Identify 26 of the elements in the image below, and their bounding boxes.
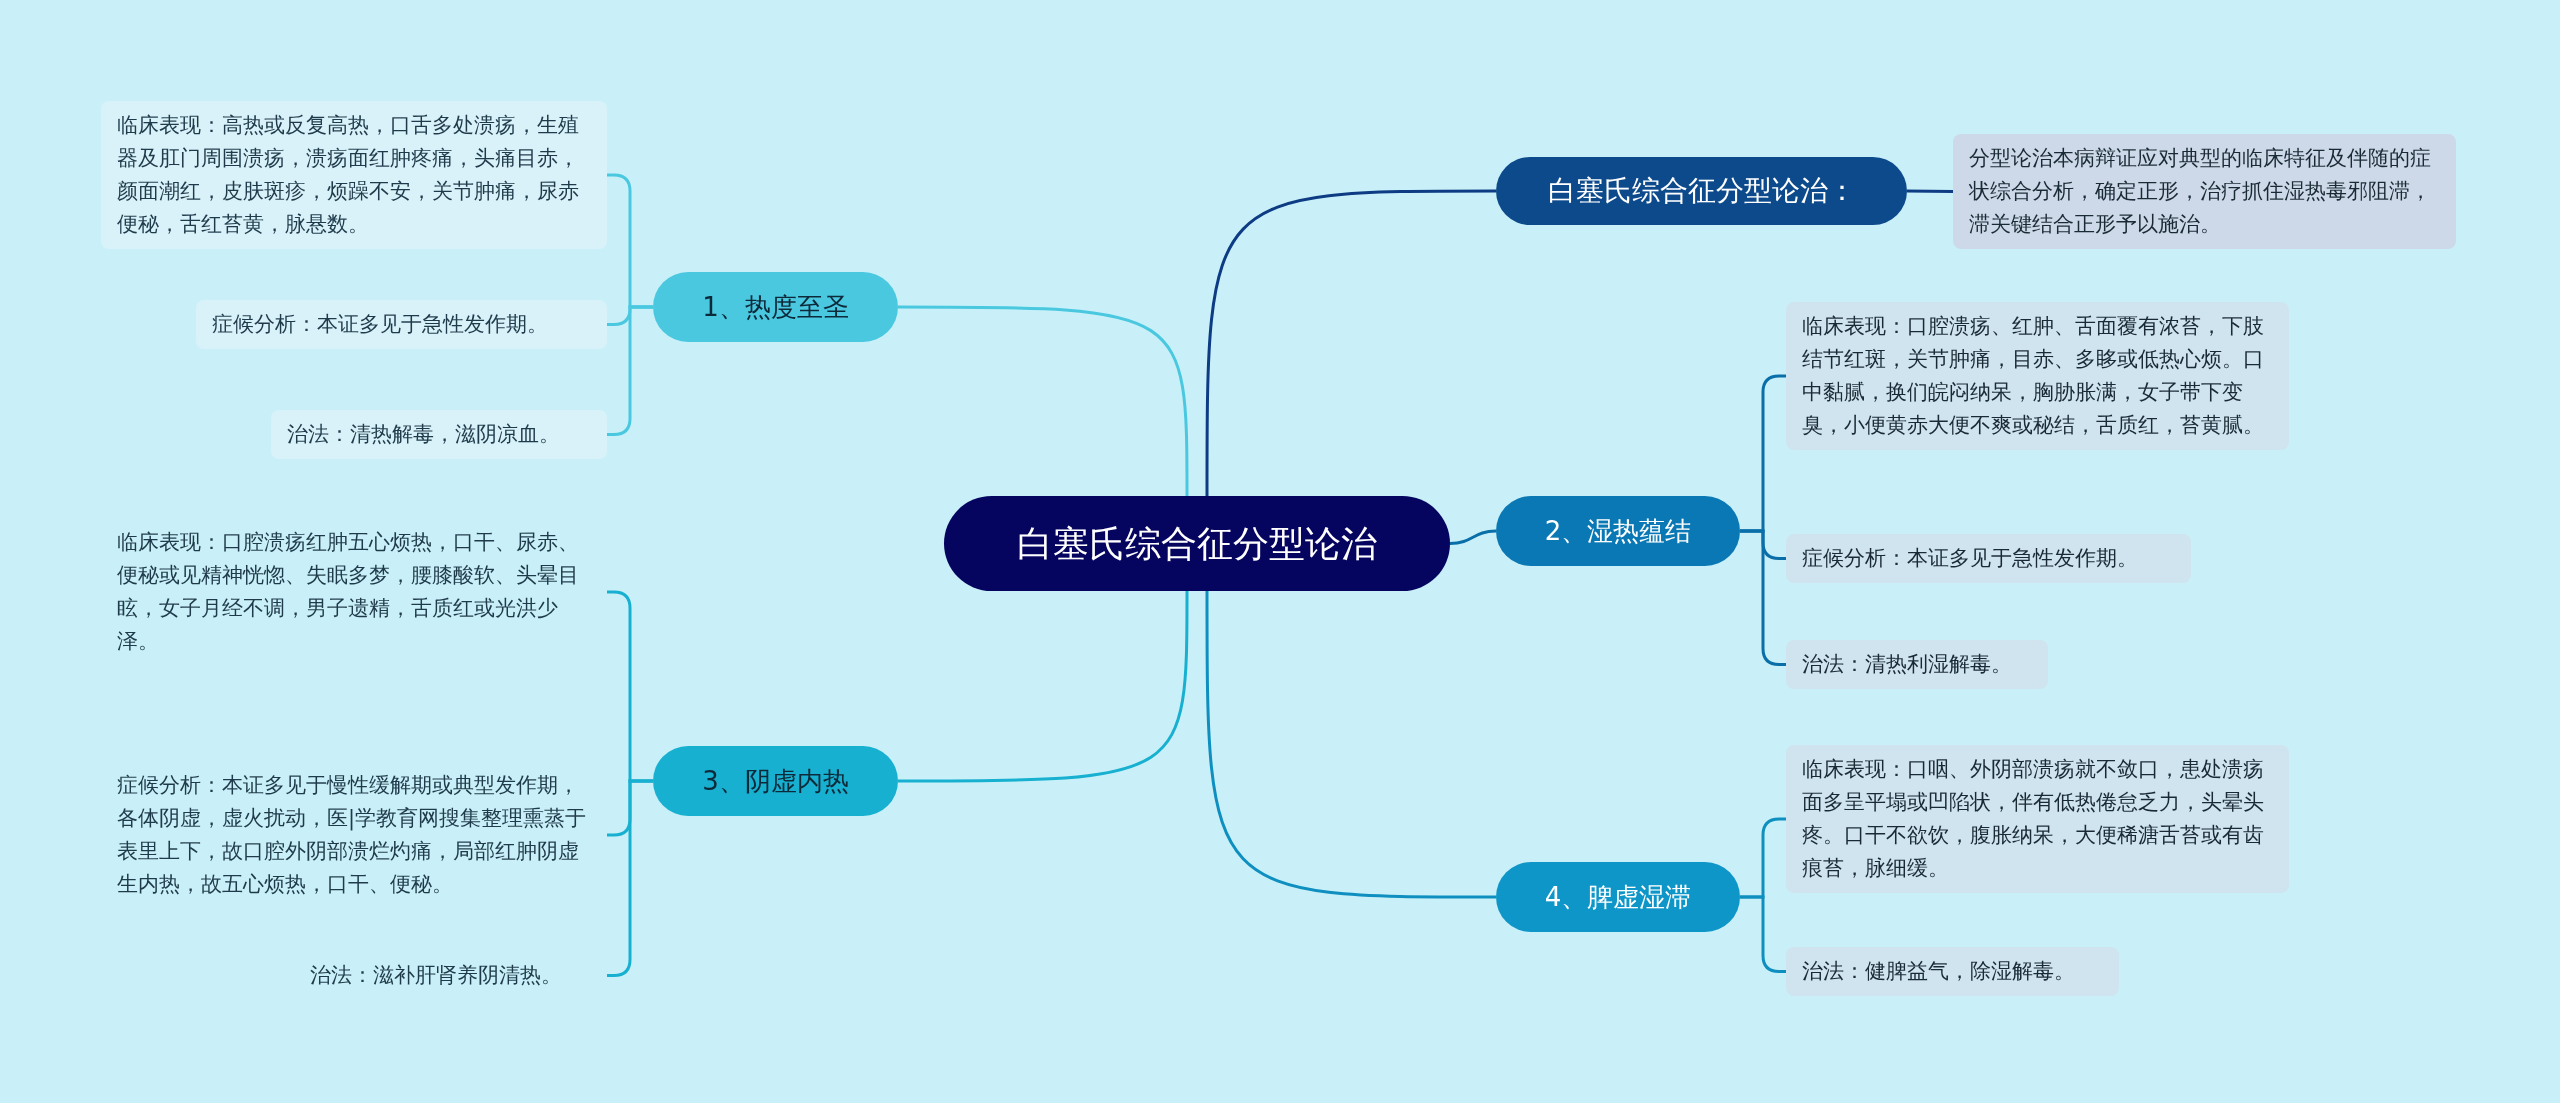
note-text: 症候分析：本证多见于慢性缓解期或典型发作期，各体阴虚，虚火扰动，医|学教育网搜集整理熏蒸于表里上下，故口腔外阴部溃烂灼痛，局部红肿阴虚生内热，故五心烦热，口干、便秘。 (101, 765, 607, 905)
connector-line (1205, 189, 1496, 496)
note-text: 治法：滋补肝肾养阴清热。 (294, 955, 607, 996)
topic-box: 3、阴虚内热 (653, 746, 898, 816)
note-text: 临床表现：口腔溃疡红肿五心烦热，口干、尿赤、便秘或见精神恍惚、失眠多梦，腰膝酸软、头晕目眩，女子月经不调，男子遗精，舌质红或光洪少泽。 (101, 522, 607, 662)
connector-line (1205, 591, 1496, 899)
topic-box: 1、热度至圣 (653, 272, 898, 342)
central-topic: 白塞氏综合征分型论治 (944, 496, 1450, 591)
connector-line (898, 305, 1189, 496)
connector-line (1907, 189, 1953, 193)
topic-box: 4、脾虚湿滞 (1496, 862, 1740, 932)
note-box: 临床表现：口腔溃疡、红肿、舌面覆有浓苔，下肢结节红斑，关节肿痛，目赤、多眵或低热心烦。口中黏腻，换们皖闷纳呆，胸胁胀满，女子带下变臭，小便黄赤大便不爽或秘结，舌质红，苔黄腻。 (1786, 302, 2289, 450)
note-box: 症候分析：本证多见于急性发作期。 (1786, 534, 2191, 583)
topic-box: 2、湿热蕴结 (1496, 496, 1740, 566)
note-box: 临床表现：口咽、外阴部溃疡就不敛口，患处溃疡面多呈平塌或凹陷状，伴有低热倦怠乏力，头晕头疼。口干不欲饮，腹胀纳呆，大便稀溏舌苔或有齿痕苔，脉细缓。 (1786, 745, 2289, 893)
topic-box: 白塞氏综合征分型论治： (1496, 157, 1907, 225)
note-box: 治法：清热解毒，滋阴凉血。 (271, 410, 607, 459)
note-box: 治法：清热利湿解毒。 (1786, 640, 2048, 689)
connector-line (1740, 529, 1786, 666)
note-box: 分型论治本病辩证应对典型的临床特征及伴随的症状综合分析，确定正形，治疗抓住湿热毒邪阻滞，滞关键结合正形予以施治。 (1953, 134, 2456, 249)
note-box: 临床表现：高热或反复高热，口舌多处溃疡，生殖器及肛门周围溃疡，溃疡面红肿疼痛，头痛目赤，颜面潮红，皮肤斑疹，烦躁不安，关节肿痛，尿赤便秘，舌红苔黄，脉悬数。 (101, 101, 607, 249)
connector-line (607, 305, 653, 436)
connector-line (1449, 529, 1497, 545)
connector-line (898, 591, 1189, 783)
note-box: 症候分析：本证多见于急性发作期。 (196, 300, 607, 349)
note-box: 治法：健脾益气，除湿解毒。 (1786, 947, 2119, 996)
